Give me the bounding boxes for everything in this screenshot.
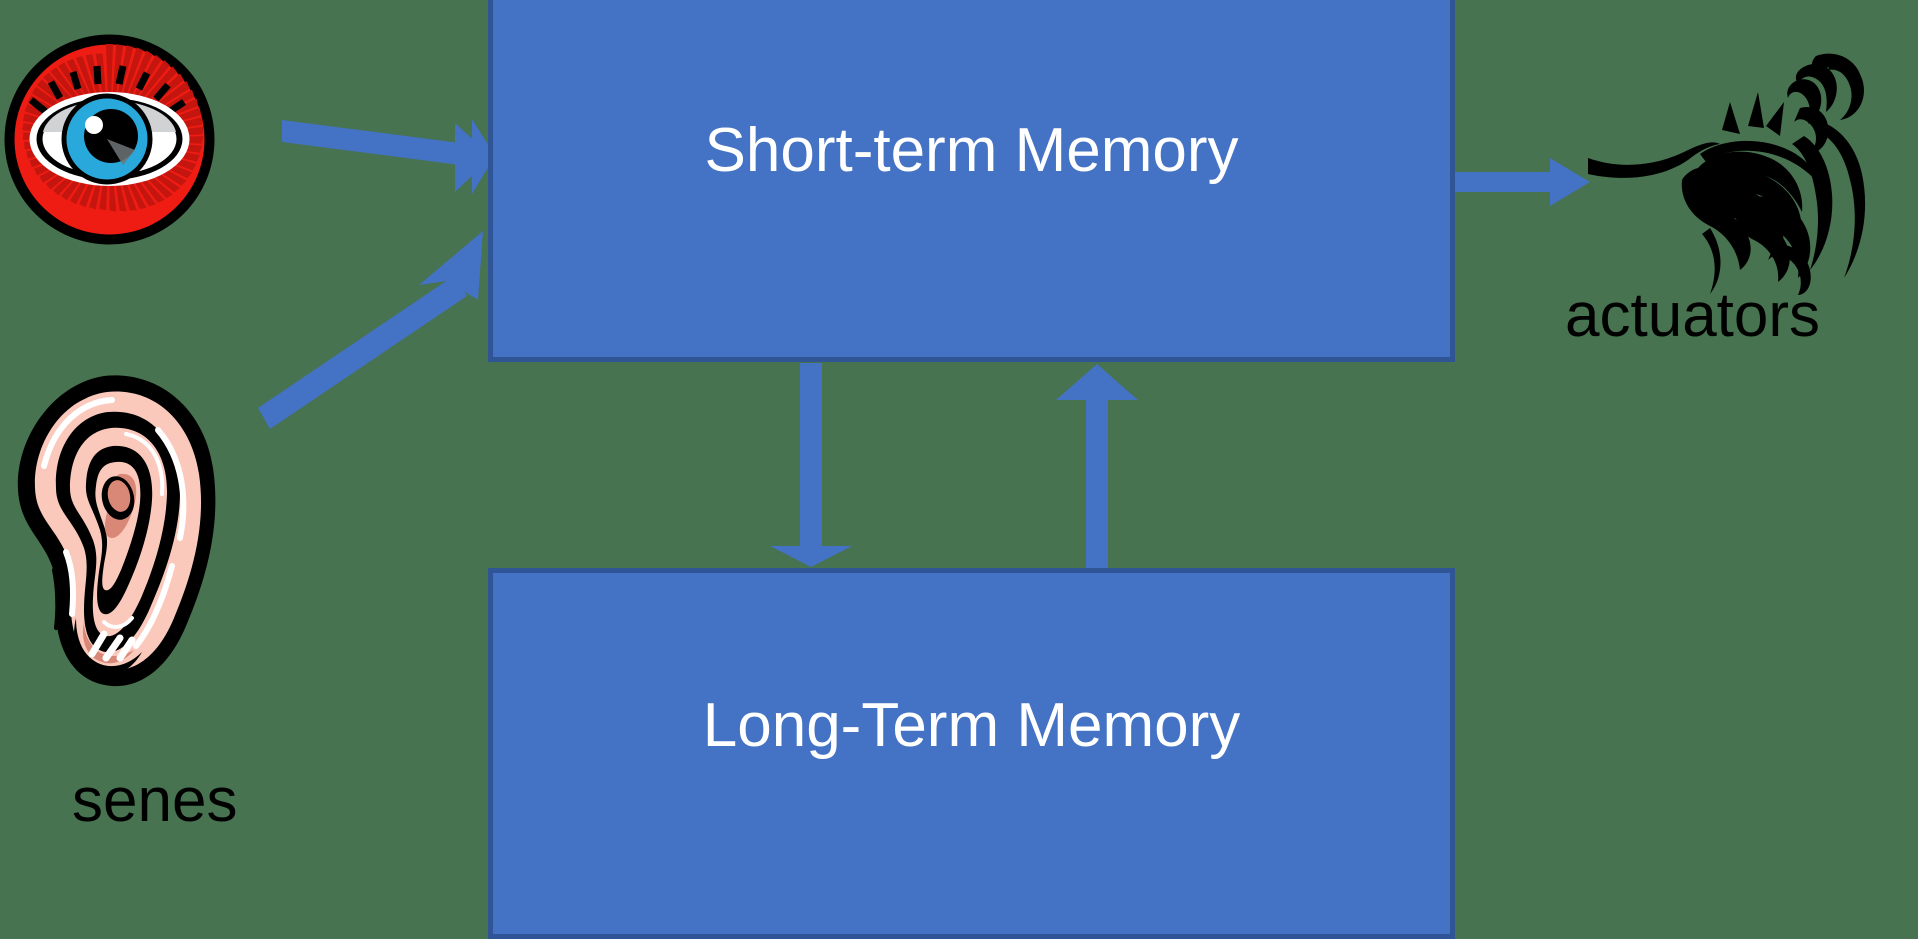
- arrow-eye-to-stm: [282, 119, 495, 194]
- arrow-stm-to-actuators: [1452, 158, 1590, 206]
- short-term-memory-label: Short-term Memory: [704, 116, 1239, 185]
- flexed-bicep-icon: [1588, 50, 1888, 295]
- long-term-memory-box[interactable]: Long-Term Memory: [488, 568, 1455, 939]
- short-term-memory-box[interactable]: Short-term Memory: [488, 0, 1455, 362]
- actuators-label: actuators: [1565, 281, 1821, 350]
- senses-label: senes: [72, 766, 238, 835]
- eye-icon: [2, 32, 217, 247]
- arrow-ear-to-stm: [258, 231, 483, 429]
- arrow-stm-to-ltm: [770, 363, 852, 567]
- long-term-memory-label: Long-Term Memory: [702, 690, 1241, 760]
- arrow-ltm-to-stm: [1056, 364, 1138, 569]
- ear-icon: [8, 370, 238, 690]
